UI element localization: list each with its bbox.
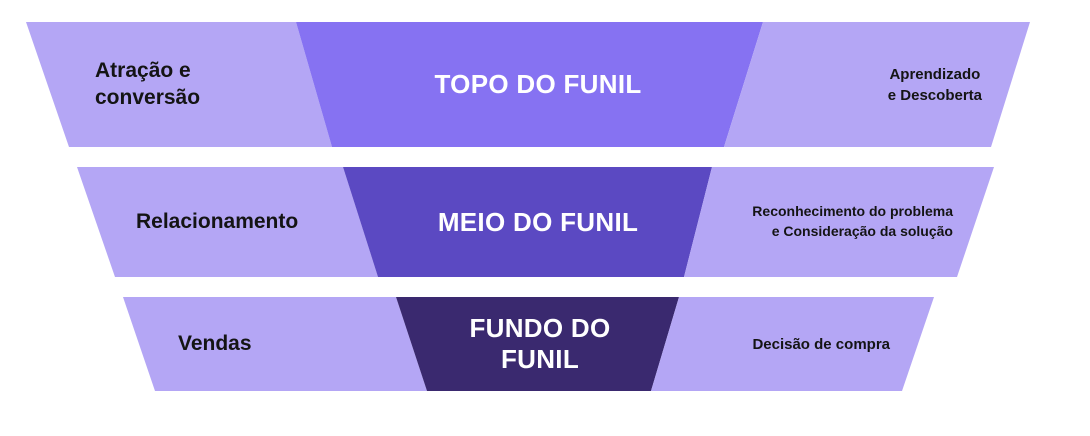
row1-left-label: Atração e conversão bbox=[95, 59, 201, 109]
row2-right-label: Reconhecimento do problema e Consideraçã… bbox=[752, 203, 953, 239]
row2-right-band bbox=[684, 167, 994, 277]
row2-center-segment bbox=[343, 167, 712, 277]
row3-right-label: Decisão de compra bbox=[752, 335, 890, 353]
row3-center-segment bbox=[396, 297, 679, 391]
row2-center-label: MEIO DO FUNIL bbox=[437, 206, 639, 237]
row3-right-band bbox=[651, 297, 934, 391]
row1-right-band bbox=[724, 22, 1030, 147]
row3-center-label: FUNDO DO FUNIL bbox=[469, 313, 611, 374]
row2-left-label: Relacionamento bbox=[136, 209, 299, 233]
row2-left-band bbox=[77, 167, 378, 277]
row3-left-band bbox=[123, 297, 427, 391]
row1-center-segment bbox=[296, 22, 763, 147]
row1-center-label: TOPO DO FUNIL bbox=[434, 69, 642, 100]
row3-left-label: Vendas bbox=[178, 331, 252, 355]
row1-left-band bbox=[26, 22, 332, 147]
row1-right-label: Aprendizado e Descoberta bbox=[887, 65, 982, 104]
